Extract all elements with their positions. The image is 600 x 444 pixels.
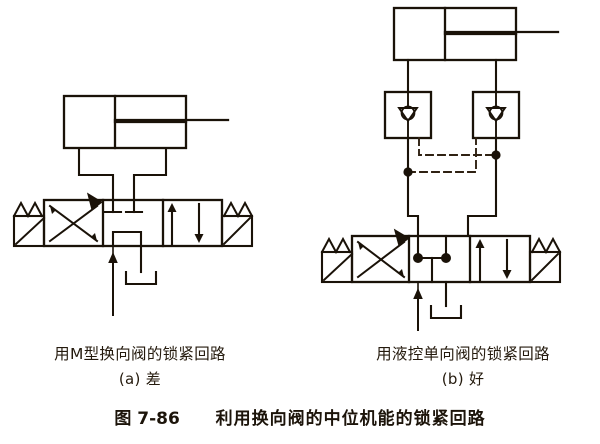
figure-title: 利用换向阀的中位机能的锁紧回路	[215, 409, 486, 429]
subfigure-b-label: (b) 好	[441, 370, 485, 388]
circuit-b-group	[320, 6, 562, 331]
valve-a-left-actuator	[12, 200, 46, 248]
tank-line-a	[124, 244, 158, 286]
valve-a-right-actuator	[220, 200, 254, 248]
circuit-a-group	[12, 94, 254, 316]
valve-b-left-position	[356, 228, 410, 279]
check-valve-right-symbol	[485, 91, 507, 139]
subfigure-b-caption: 用液控单向阀的锁紧回路 (b) 好	[318, 342, 600, 389]
cylinder-b	[392, 6, 560, 62]
pilot-junction-dots	[403, 150, 501, 177]
valve-b-right-position	[475, 238, 512, 282]
pump-supply-a	[108, 245, 118, 316]
valve-a-center-position-m-type	[103, 198, 144, 248]
tank-line-b	[429, 280, 463, 320]
valve-b-center-dots	[413, 253, 451, 263]
valve-b-right-actuator	[528, 236, 562, 284]
pump-supply-b	[413, 281, 423, 331]
check-valve-b-down-lines	[406, 136, 498, 238]
valve-a-right-position	[167, 202, 204, 246]
valve-a-left-position	[48, 192, 103, 243]
cylinder-a	[62, 94, 230, 150]
subfigure-a-title: 用M型换向阀的锁紧回路	[54, 345, 226, 363]
figure-number: 图 7-86	[114, 409, 180, 429]
subfigure-a-label: (a) 差	[118, 370, 162, 388]
subfigure-a-caption: 用M型换向阀的锁紧回路 (a) 差	[0, 342, 280, 389]
check-valve-left-symbol	[397, 91, 419, 139]
cylinder-b-port-lines	[406, 58, 498, 94]
subfigure-b-title: 用液控单向阀的锁紧回路	[376, 345, 550, 363]
cylinder-a-port-lines	[77, 146, 168, 202]
valve-b-left-actuator	[320, 236, 354, 284]
pilot-control-lines	[407, 137, 497, 173]
figure-caption: 图 7-86 利用换向阀的中位机能的锁紧回路	[0, 404, 600, 429]
